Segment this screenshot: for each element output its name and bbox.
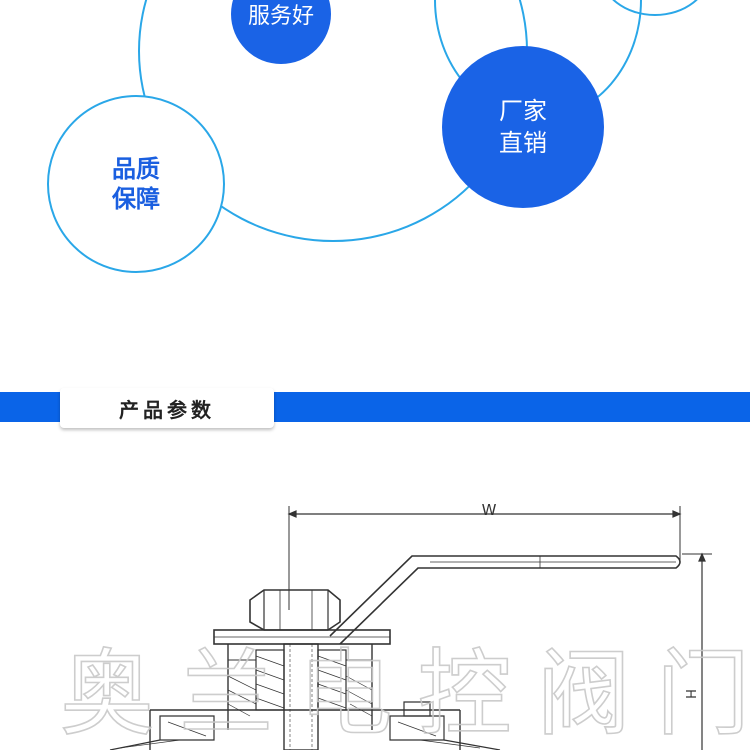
width-dimension-label: W bbox=[482, 501, 497, 519]
factory-direct-bubble: 厂家 直销 bbox=[442, 46, 604, 208]
quality-label: 品质 保障 bbox=[47, 95, 225, 273]
quality-line1: 品质 bbox=[112, 155, 160, 183]
section-title: 产品参数 bbox=[119, 397, 215, 422]
ball-valve-technical-drawing: W H bbox=[109, 501, 712, 750]
factory-direct-line2: 直销 bbox=[499, 129, 547, 157]
height-dimension-label: H bbox=[682, 689, 697, 699]
quality-ring bbox=[47, 95, 225, 273]
quality-line2: 保障 bbox=[112, 185, 160, 213]
section-title-tab: 产品参数 bbox=[60, 388, 274, 428]
factory-direct-line1: 厂家 bbox=[499, 97, 547, 125]
service-bubble-text: 服务好 bbox=[247, 4, 314, 29]
